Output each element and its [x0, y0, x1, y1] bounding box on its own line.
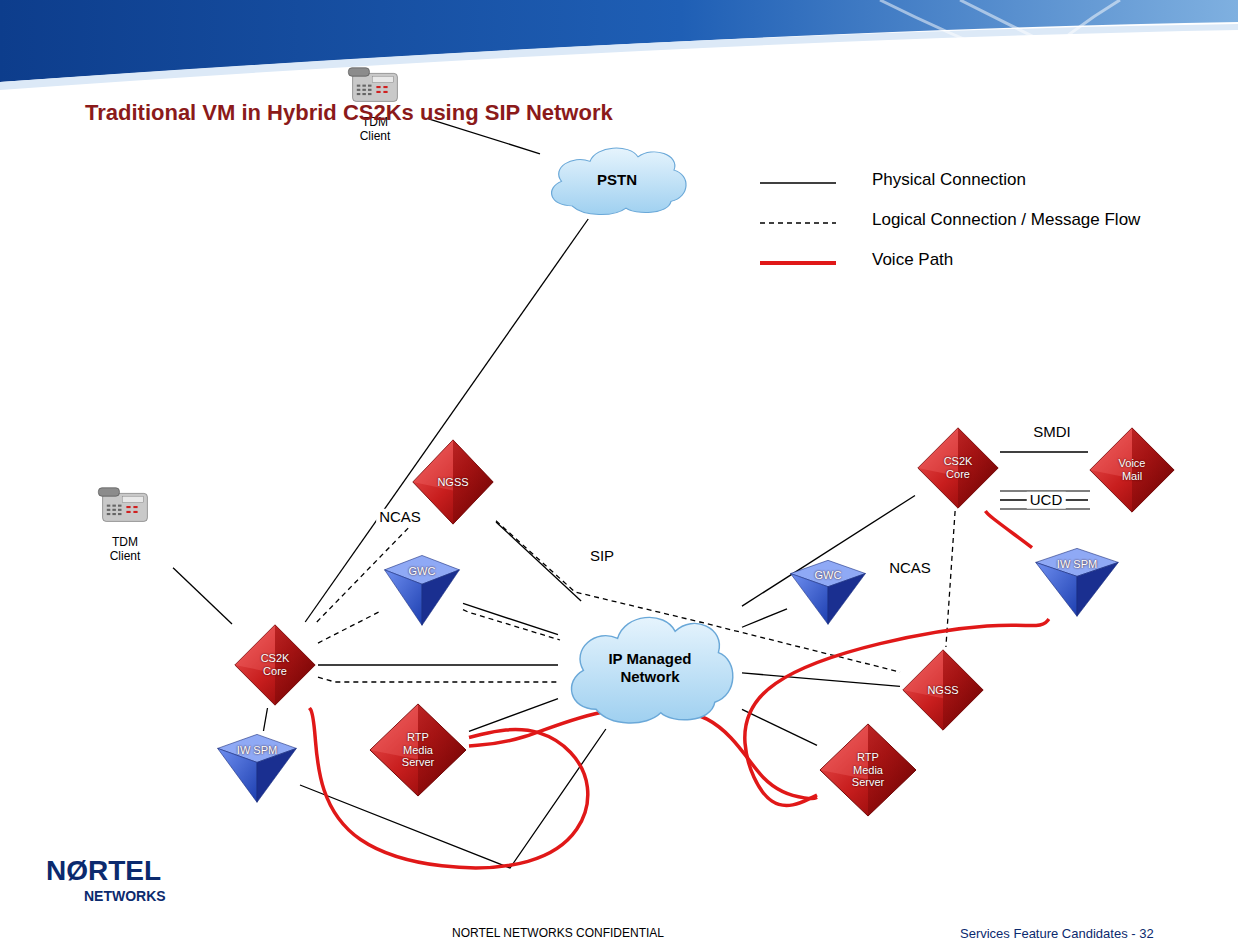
company-logo: NØRTEL	[46, 855, 161, 887]
node-label: Voice Mail	[1111, 457, 1154, 482]
gateway-pyramid: IW SPM	[1034, 547, 1120, 617]
server-diamond: NGSS	[902, 649, 984, 731]
footer-note: NORTEL NETWORKS CONFIDENTIAL	[452, 926, 664, 940]
node-label: CS2K Core	[255, 652, 296, 677]
server-diamond: CS2K Core	[917, 427, 999, 509]
page-number: Services Feature Candidates - 32	[960, 926, 1154, 941]
physical-link	[742, 673, 900, 686]
pyramid-shape	[383, 554, 461, 626]
company-logo: NETWORKS	[84, 888, 166, 904]
server-diamond: RTP Media Server	[819, 723, 917, 817]
physical-link	[496, 522, 581, 601]
slide-title: Traditional VM in Hybrid CS2Ks using SIP…	[85, 100, 613, 126]
node-label: IW SPM	[237, 743, 277, 756]
voice-path	[985, 511, 1032, 548]
legend-entry: Voice Path	[872, 250, 953, 270]
edge-label: UCD	[1027, 492, 1066, 509]
server-diamond: NGSS	[412, 439, 494, 525]
physical-link	[742, 709, 817, 745]
server-diamond: RTP Media Server	[369, 703, 467, 797]
ucd-trunk	[1000, 508, 1090, 509]
node-label: IW SPM	[1057, 557, 1097, 570]
logical-link	[463, 610, 560, 640]
edge-label: NCAS	[376, 509, 424, 526]
phone-shape	[75, 478, 175, 534]
legend-sample-dashed	[760, 222, 836, 223]
header-decor	[880, 0, 1120, 75]
legend-entry: Physical Connection	[872, 170, 1026, 190]
logical-link	[946, 511, 955, 647]
node-label: NGSS	[437, 476, 468, 489]
voice-path	[309, 708, 587, 868]
physical-link	[263, 708, 267, 731]
header-swoosh	[0, 24, 1238, 90]
legend-sample-red	[760, 261, 836, 265]
node-label: PSTN	[597, 171, 637, 188]
node-label: TDM Client	[100, 536, 150, 564]
server-diamond: Voice Mail	[1089, 427, 1175, 513]
physical-link	[469, 699, 558, 732]
node-label: GWC	[815, 569, 842, 582]
network-cloud: PSTN	[542, 139, 692, 217]
physical-link	[305, 219, 588, 622]
node-label: NGSS	[927, 684, 958, 697]
node-label: GWC	[409, 565, 436, 578]
edge-label: SMDI	[1030, 424, 1074, 441]
edge-label: SIP	[587, 548, 617, 565]
physical-link	[463, 603, 558, 634]
logical-link	[318, 677, 560, 682]
node-label: RTP Media Server	[844, 751, 893, 789]
network-cloud: IP Managed Network	[560, 603, 740, 727]
telephone-node: TDM Client	[75, 478, 175, 566]
gateway-pyramid: GWC	[789, 559, 867, 625]
gateway-pyramid: IW SPM	[216, 733, 298, 803]
physical-link	[1000, 451, 1088, 452]
node-label: RTP Media Server	[394, 731, 443, 769]
legend-entry: Logical Connection / Message Flow	[872, 210, 1140, 230]
physical-link	[173, 568, 232, 624]
physical-link	[742, 609, 787, 627]
node-label: CS2K Core	[938, 455, 979, 480]
logical-link	[318, 611, 381, 643]
legend-sample-solid	[760, 182, 836, 183]
edge-label: NCAS	[886, 560, 934, 577]
gateway-pyramid: GWC	[383, 554, 461, 626]
server-diamond: CS2K Core	[234, 624, 316, 706]
node-label: IP Managed Network	[605, 650, 695, 685]
physical-link	[318, 664, 558, 665]
